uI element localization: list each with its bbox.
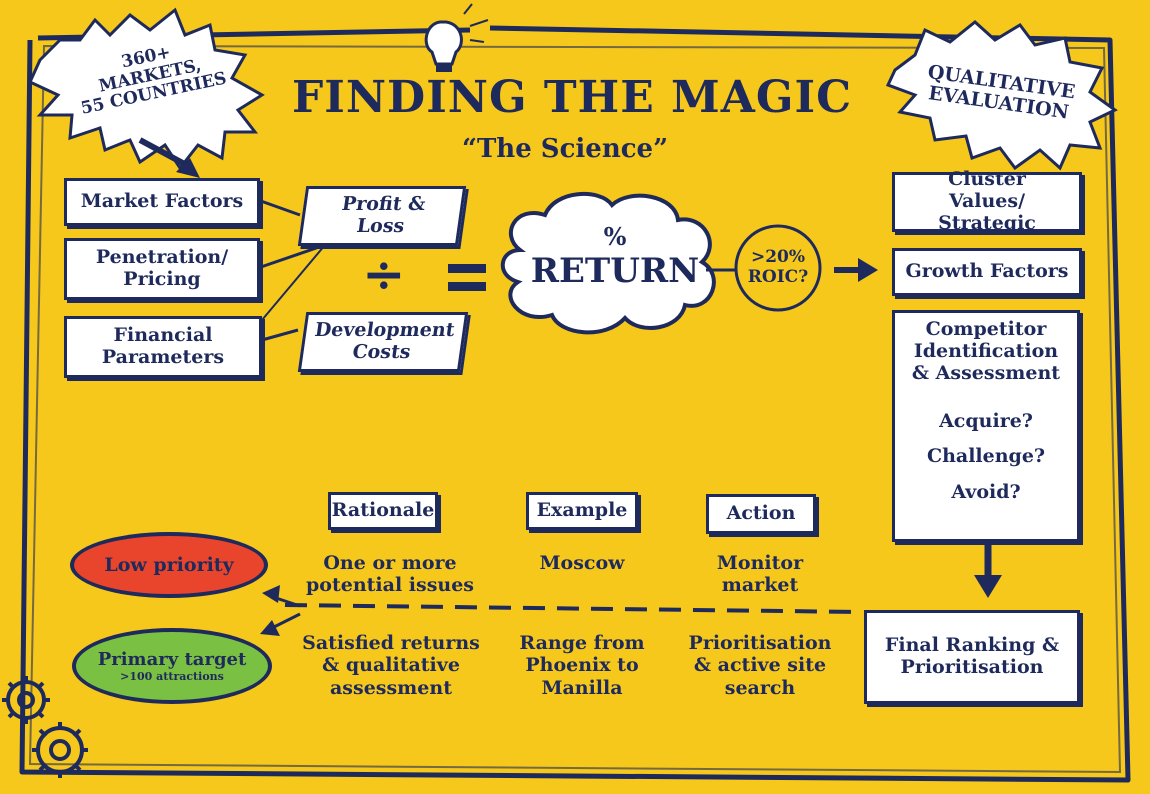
roic-bubble: >20% ROIC?	[738, 247, 818, 287]
example-header: Example	[526, 492, 638, 530]
financial-parameters-box: Financial Parameters	[64, 316, 262, 378]
burst-arrow	[138, 137, 194, 171]
primary-target-example: Range from Phoenix to Manilla	[519, 632, 645, 699]
roic-line1: >20%	[750, 247, 806, 267]
burst-arrow-head	[176, 158, 200, 178]
market-factors-box: Market Factors	[64, 178, 260, 226]
page-title: FINDING THE MAGIC	[292, 72, 853, 123]
question-acquire: Acquire?	[939, 409, 1033, 432]
final-ranking-box: Final Ranking & Prioritisation	[864, 610, 1080, 704]
growth-factors-box: Growth Factors	[892, 248, 1082, 296]
low-priority-badge: Low priority	[70, 532, 268, 598]
profit-loss-box: Profit & Loss	[297, 186, 467, 246]
low-priority-arrow-head	[262, 585, 280, 603]
frame-border-inner	[28, 44, 1122, 774]
question-avoid: Avoid?	[951, 481, 1021, 504]
low-priority-action: Monitor market	[716, 552, 804, 597]
markets-burst-shape	[28, 7, 265, 171]
action-header: Action	[706, 494, 816, 534]
primary-target-badge: Primary target >100 attractions	[72, 628, 272, 704]
primary-target-sublabel: >100 attractions	[120, 670, 224, 683]
roic-bubble-shape	[734, 224, 822, 312]
return-percent: %	[603, 222, 627, 251]
low-priority-label: Low priority	[104, 554, 234, 576]
qual-burst-shape	[885, 20, 1118, 171]
lightbulb-icon	[424, 3, 489, 72]
primary-target-action: Prioritisation & active site search	[688, 632, 832, 699]
competitor-heading: Competitor Identification & Assessment	[911, 318, 1061, 384]
competitor-box: Competitor Identification & Assessment A…	[892, 310, 1080, 542]
primary-target-arrow-head	[260, 620, 280, 636]
rationale-header: Rationale	[328, 492, 438, 530]
roic-arrow-head	[858, 258, 878, 282]
development-costs-box: Development Costs	[297, 312, 469, 372]
page-subtitle: “The Science”	[462, 134, 669, 164]
low-priority-rationale: One or more potential issues	[306, 552, 474, 597]
question-challenge: Challenge?	[926, 445, 1046, 468]
gears-icon	[2, 676, 88, 778]
return-cloud-shape	[500, 191, 716, 335]
low-priority-example: Moscow	[539, 552, 625, 574]
primary-target-label: Primary target	[97, 649, 247, 670]
return-label: RETURN	[530, 251, 700, 291]
cluster-values-box: Cluster Values/ Strategic	[892, 168, 1082, 234]
return-cloud: % RETURN	[520, 222, 710, 291]
down-arrow-head	[974, 575, 1002, 598]
primary-target-rationale: Satisfied returns & qualitative assessme…	[302, 632, 480, 699]
roic-line2: ROIC?	[747, 266, 809, 287]
penetration-pricing-box: Penetration/ Pricing	[64, 238, 260, 300]
divide-symbol: ÷	[362, 244, 406, 305]
dashed-line	[284, 603, 863, 614]
